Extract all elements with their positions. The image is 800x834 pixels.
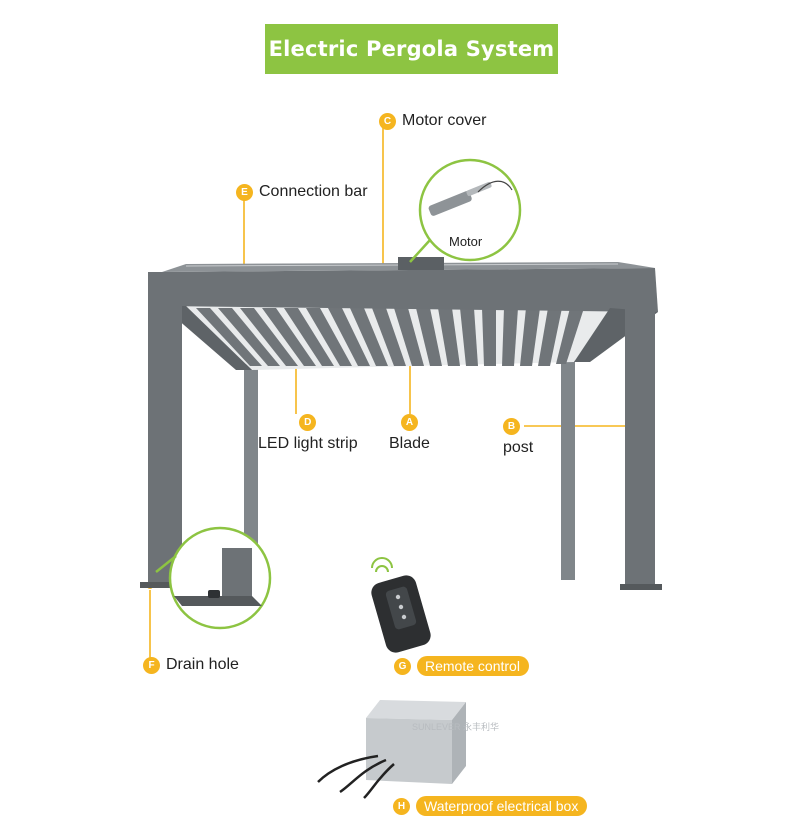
electrical-box-icon [317, 700, 466, 799]
badge-e: E [236, 183, 253, 201]
label-blade: A Blade [389, 414, 430, 453]
drain-hole-inset [168, 526, 272, 630]
drain-inset-connector [155, 555, 177, 573]
left-side-beam [162, 306, 252, 370]
front-beam [162, 268, 658, 312]
label-electrical-box: H Waterproof electrical box [393, 796, 588, 816]
page-title: Electric Pergola System [268, 37, 555, 61]
badge-g: G [394, 657, 411, 675]
badge-c: C [379, 112, 396, 130]
label-connection-bar: E Connection bar [236, 183, 368, 201]
label-drain-hole: F Drain hole [143, 656, 239, 674]
label-led-light-strip: D LED light strip [258, 414, 358, 453]
label-led-light-strip-text: LED light strip [258, 435, 358, 452]
left-base-plate [140, 582, 188, 588]
label-blade-text: Blade [389, 435, 430, 452]
label-electrical-box-text: Waterproof electrical box [416, 796, 588, 816]
louver-blades [196, 308, 584, 366]
label-connection-bar-text: Connection bar [259, 183, 368, 200]
motor-cover-box [398, 257, 444, 270]
motor-inset-connector [409, 239, 431, 263]
front-right-post [625, 270, 655, 586]
badge-h: H [393, 797, 410, 815]
title-banner: Electric Pergola System [265, 24, 558, 74]
label-drain-hole-text: Drain hole [166, 656, 239, 673]
motor-icon [428, 180, 513, 216]
drain-hole-icon [174, 548, 262, 606]
label-motor-cover: C Motor cover [379, 112, 486, 130]
label-post: B post [503, 418, 533, 457]
badge-f: F [143, 656, 160, 674]
front-left-post [148, 272, 182, 584]
motor-inset-label: Motor [449, 234, 483, 249]
badge-b: B [503, 418, 520, 435]
back-right-post [561, 358, 575, 580]
label-remote-control-text: Remote control [417, 656, 529, 676]
label-motor-cover-text: Motor cover [402, 112, 487, 129]
motor-inset [418, 158, 522, 262]
label-remote-control: G Remote control [394, 656, 529, 676]
badge-d: D [299, 414, 317, 431]
watermark: SUNLEVER 永丰利华 [412, 722, 500, 732]
remote-control-icon [371, 557, 431, 653]
label-post-text: post [503, 439, 534, 456]
right-base-plate [620, 584, 662, 590]
badge-a: A [400, 414, 418, 431]
